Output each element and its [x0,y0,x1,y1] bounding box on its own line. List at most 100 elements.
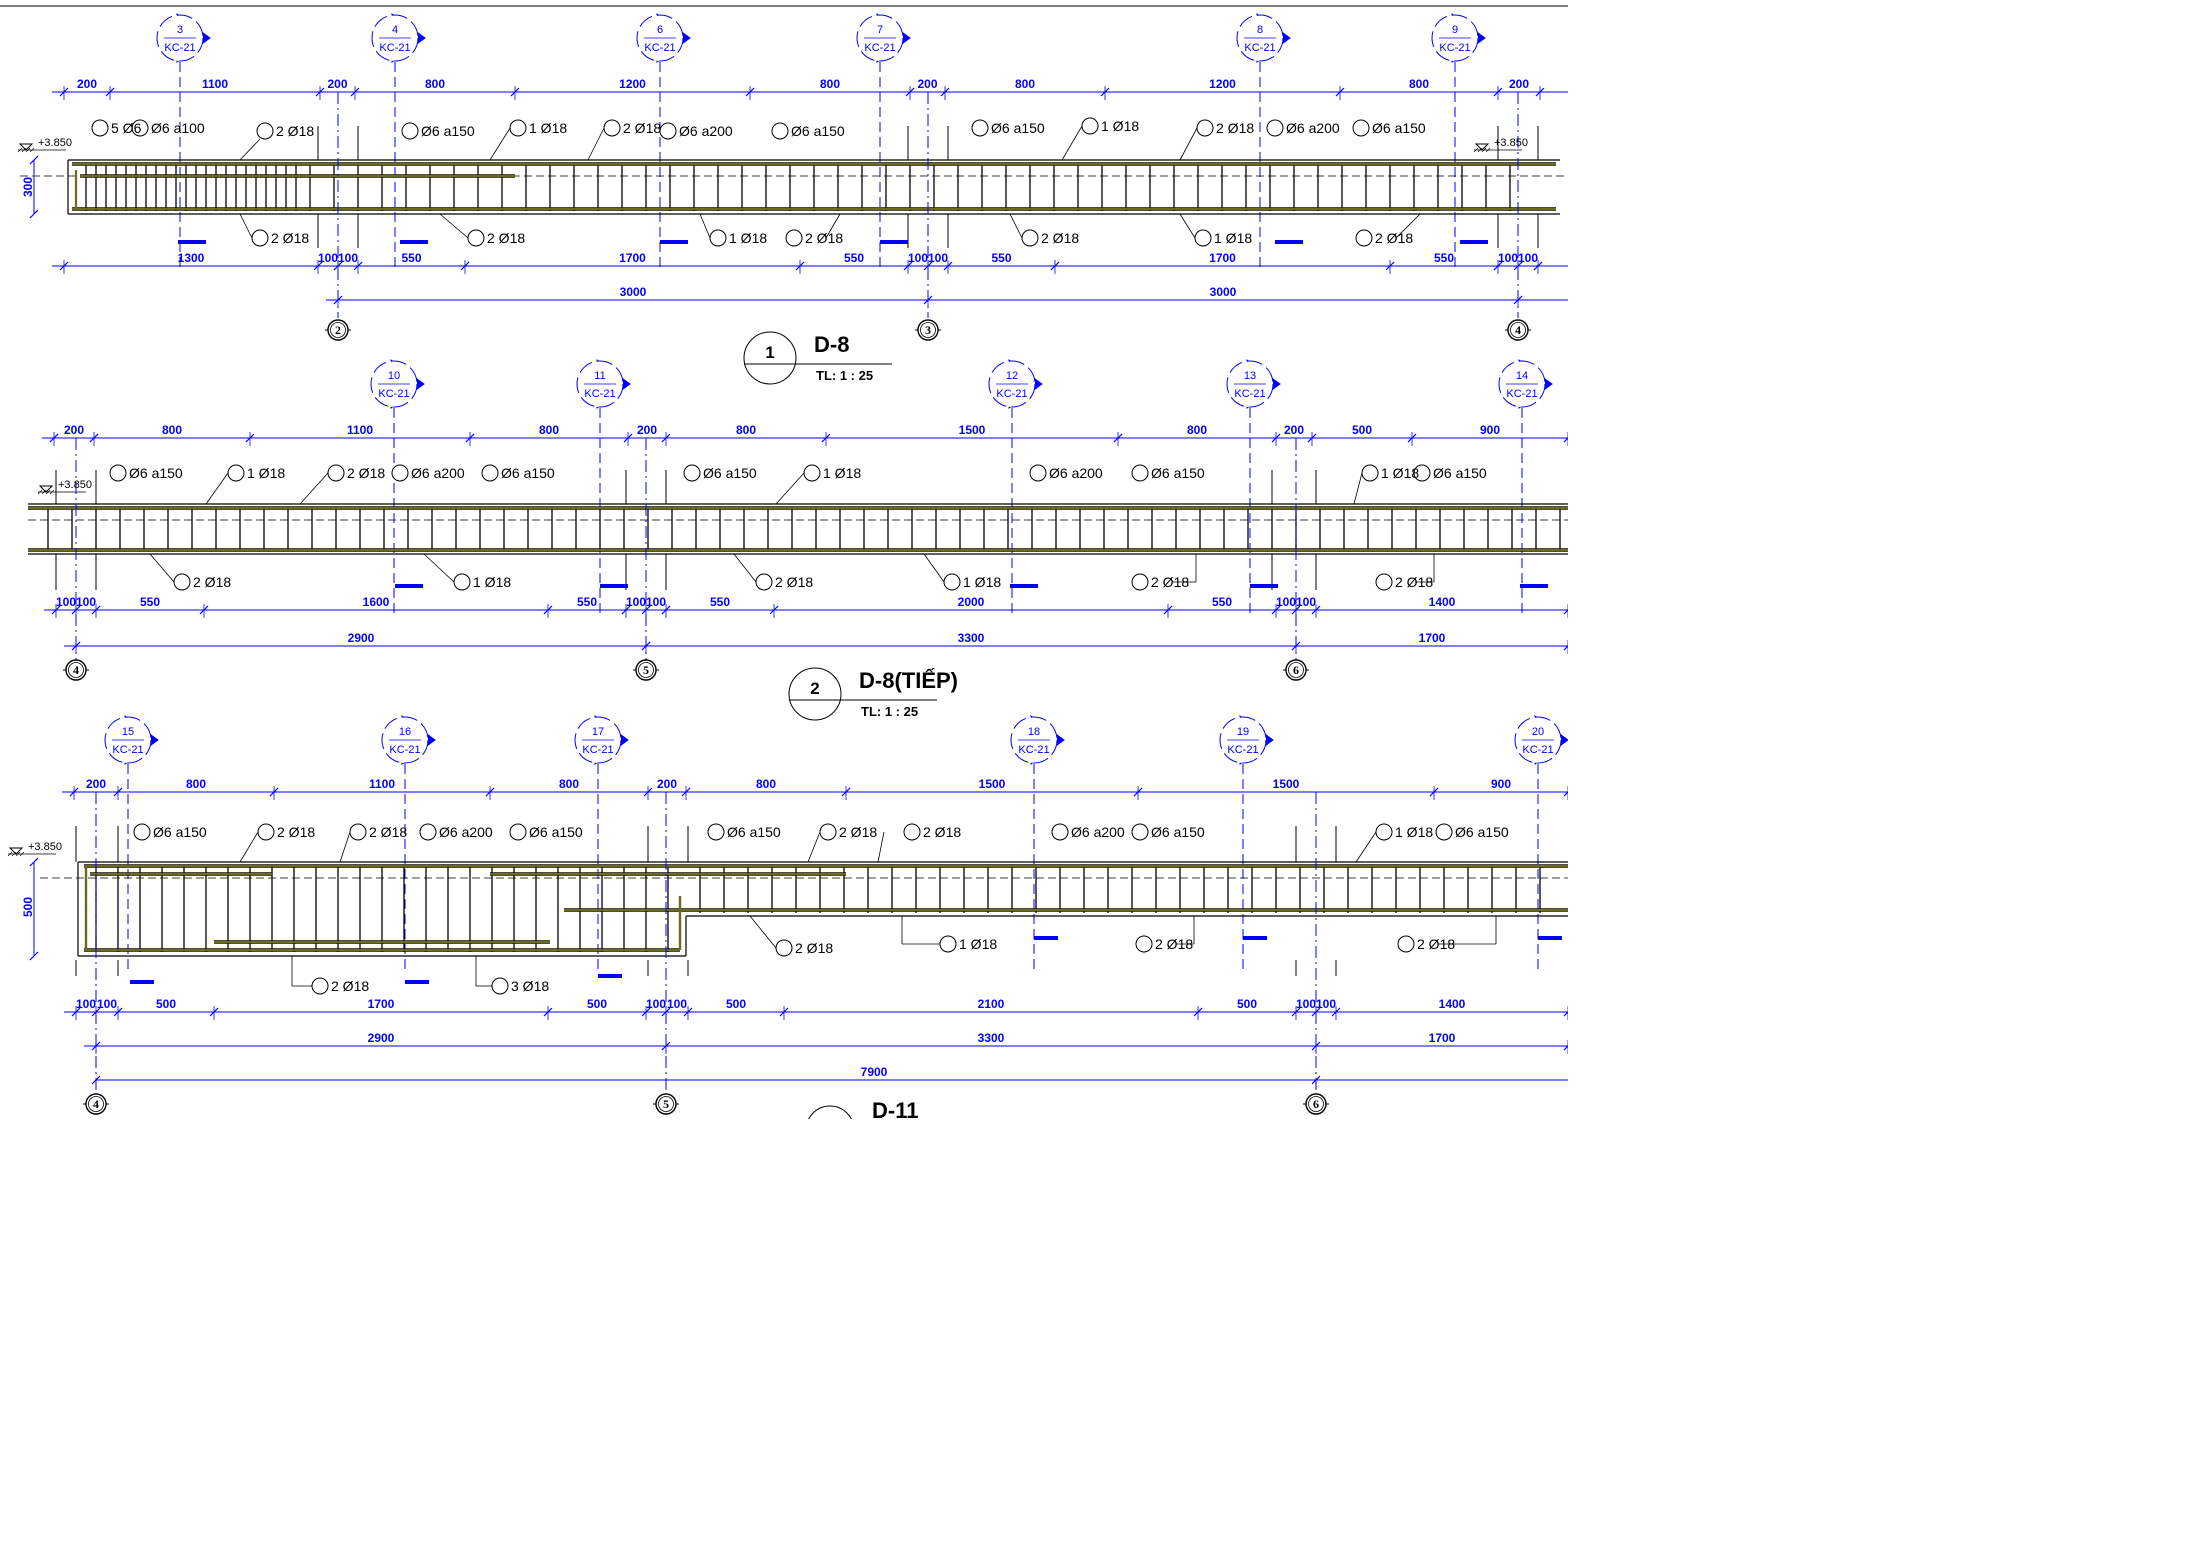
section-reference: KC-21 [582,744,613,756]
rebar-tag-circle [327,464,345,482]
section-number: 17 [592,726,604,738]
bottom-dimension-value: 550 [140,595,160,609]
bottom-dimension-value: 100 [338,251,358,265]
bottom-dimension-value: 500 [587,997,607,1011]
level-hatch [37,489,43,495]
title-circle [743,331,797,385]
rebar-tag-text: 1 Ø18 [1381,465,1419,481]
bottom-dimension-value: 100 [318,251,338,265]
rebar-tag-circle [1131,823,1149,841]
rebar-tag-circle [256,122,274,140]
span-dimension-value: 1700 [1419,631,1446,645]
section-number: 7 [877,24,883,36]
axis-bubble-inner [658,1096,674,1112]
rebar-tag-circle [1355,229,1373,247]
axis-bubble-inner [1510,322,1526,338]
section-reference: KC-21 [584,388,615,400]
section-reference: KC-21 [1522,744,1553,756]
section-reference: KC-21 [1439,42,1470,54]
top-dimension-value: 200 [637,423,657,437]
rebar-tag-text: Ø6 a150 [1151,824,1205,840]
rebar-tag-circle [971,119,989,137]
bottom-dimension-value: 100 [1296,595,1316,609]
rebar-tag-circle [453,573,471,591]
title-circle [808,1105,852,1119]
section-reference: KC-21 [1506,388,1537,400]
bottom-dimension-value: 100 [1498,251,1518,265]
rebar-tag-circle [659,122,677,140]
top-dimension-value: 800 [425,77,445,91]
rebar-tag-text: Ø6 a150 [1455,824,1509,840]
top-dimension-value: 800 [559,777,579,791]
level-triangle [18,143,34,151]
top-dimension-value: 500 [1352,423,1372,437]
rebar-tag-text: Ø6 a150 [703,465,757,481]
bottom-dimension-value: 100 [908,251,928,265]
rebar-tag-text: 2 Ø18 [923,824,961,840]
axis-bubble-inner [1308,1096,1324,1112]
rebar-tag-text: 2 Ø18 [331,978,369,994]
top-dimension-value: 1200 [619,77,646,91]
rebar-tag-text: Ø6 a200 [1286,120,1340,136]
rebar-tag-circle [1266,119,1284,137]
level-value: +3.850 [58,479,92,491]
section-reference: KC-21 [112,744,143,756]
bottom-dimension-value: 550 [577,595,597,609]
span-dimension-value: 3000 [620,285,647,299]
title-number: 2 [810,679,819,698]
bottom-dimension-value: 2000 [958,595,985,609]
rebar-tag-text: Ø6 a150 [991,120,1045,136]
rebar-tag-circle [349,823,367,841]
top-dimension-value: 800 [1409,77,1429,91]
section-reference: KC-21 [1018,744,1049,756]
rebar-tag-text: Ø6 a150 [1372,120,1426,136]
dimension-tick [1563,609,1568,615]
top-dimension-value: 200 [657,777,677,791]
rebar-tag-circle [709,229,727,247]
level-value: +3.850 [1494,137,1528,149]
rebar-tag-circle [939,935,957,953]
rebar-leader [149,553,175,583]
level-hatch [1481,147,1487,153]
top-dimension-value: 200 [64,423,84,437]
level-hatch [1485,147,1491,153]
bottom-dimension-value: 2100 [978,997,1005,1011]
axis-number: 4 [1515,323,1521,337]
rebar-leader [205,472,229,505]
total-dimension-value: 7900 [861,1065,888,1079]
title-number: 1 [765,343,774,362]
section-number: 4 [392,24,398,36]
rebar-tag-circle [251,229,269,247]
rebar-tag-circle [771,122,789,140]
top-dimension-value: 900 [1491,777,1511,791]
rebar-tag-text: 1 Ø18 [1101,118,1139,134]
span-dimension-value: 2900 [348,631,375,645]
bottom-dimension-value: 550 [1212,595,1232,609]
rebar-tag-circle [1081,117,1099,135]
bottom-dimension-value: 1400 [1429,595,1456,609]
rebar-tag-text: 1 Ø18 [1395,824,1433,840]
axis-number: 4 [73,663,79,677]
top-dimension-value: 1500 [1273,777,1300,791]
height-value: 500 [21,897,35,917]
rebar-tag-circle [1194,229,1212,247]
rebar-tag-circle [1131,573,1149,591]
section-reference: KC-21 [164,42,195,54]
rebar-leader [239,831,259,863]
rebar-tag-text: 2 Ø18 [1395,574,1433,590]
rebar-tag-circle [1029,464,1047,482]
bottom-dimension-value: 550 [401,251,421,265]
bottom-dimension-value: 100 [97,997,117,1011]
level-hatch [17,147,23,153]
rebar-tag-text: 3 Ø18 [511,978,549,994]
rebar-tag-text: 2 Ø18 [1417,936,1455,952]
rebar-tag-circle [1051,823,1069,841]
top-dimension-value: 800 [820,77,840,91]
level-hatch [1473,147,1479,153]
top-dimension-value: 200 [77,77,97,91]
rebar-tag-text: 1 Ø18 [1214,230,1252,246]
rebar-tag-text: 2 Ø18 [1155,936,1193,952]
rebar-tag-circle [509,119,527,137]
